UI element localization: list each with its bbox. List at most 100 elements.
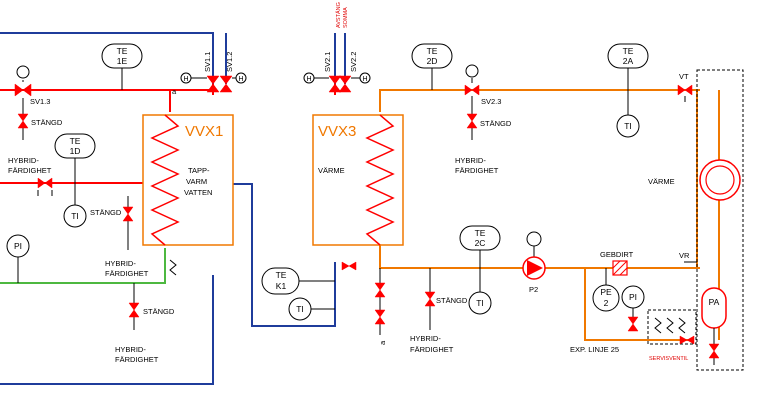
svg-text:P2: P2	[529, 285, 538, 294]
drain-valve-vvx3[interactable]	[341, 261, 357, 271]
svg-text:2: 2	[604, 298, 609, 308]
valve-hybrid-left[interactable]	[37, 177, 53, 196]
stangd-valve-mid[interactable]: STÄNGD	[90, 196, 134, 250]
ti-2a-label: TI	[624, 121, 632, 131]
servisventil[interactable]: SERVISVENTIL	[647, 309, 697, 362]
svg-text:FÄRDIGHET: FÄRDIGHET	[115, 355, 159, 364]
svg-text:FÄRDIGHET: FÄRDIGHET	[410, 345, 454, 354]
svg-text:AVSTÄNG: AVSTÄNG	[335, 2, 342, 28]
heat-exchanger-vvx3: VVX3 VÄRME	[312, 114, 404, 246]
valve-sv1-1[interactable]: SV1.1	[203, 52, 220, 93]
svg-text:SV1.3: SV1.3	[30, 97, 50, 106]
svg-text:STÄNGD: STÄNGD	[31, 118, 63, 127]
sensor-te-1e: TE 1E	[101, 43, 143, 90]
stangd-valve-left[interactable]: STÄNGD	[17, 98, 63, 140]
expansion-vessel-pa: PA	[701, 287, 727, 365]
valve-sv2-2[interactable]: SV2.2	[338, 52, 358, 93]
h-indicator-4: H	[351, 72, 371, 84]
svg-text:VT: VT	[679, 72, 689, 81]
stangd-valve-green[interactable]: STÄNGD	[128, 283, 175, 330]
svg-text:SOMMA: SOMMA	[343, 7, 349, 28]
svg-text:a: a	[378, 340, 387, 345]
svg-text:TE: TE	[117, 46, 128, 56]
hybrid-label-2: HYBRID- FÄRDIGHET	[105, 259, 149, 278]
svg-text:STÄNGD: STÄNGD	[436, 296, 468, 305]
sensor-pe-2: PE 2	[592, 268, 620, 312]
svg-text:SV1.1: SV1.1	[203, 52, 212, 72]
svg-text:PI: PI	[14, 241, 22, 251]
stangd-valve-lower[interactable]: STÄNGD	[424, 268, 468, 330]
sensor-te-2a: TE 2A TI	[607, 43, 649, 138]
hybrid-label-3: HYBRID- FÄRDIGHET	[115, 345, 159, 364]
svg-text:HYBRID-: HYBRID-	[455, 156, 486, 165]
svg-text:HYBRID-: HYBRID-	[115, 345, 146, 354]
svg-text:TE: TE	[70, 136, 81, 146]
svg-text:TE: TE	[623, 46, 634, 56]
svg-text:2D: 2D	[427, 56, 438, 66]
svg-text:TE: TE	[427, 46, 438, 56]
valve-sv1-2[interactable]: SV1.2	[219, 52, 234, 93]
primary-return-pipes	[0, 32, 346, 385]
safety-valve-green	[169, 259, 177, 276]
hybrid-label-1: HYBRID- FÄRDIGHET	[8, 156, 52, 175]
h-indicator-1: H	[180, 72, 207, 84]
svg-text:HYBRID-: HYBRID-	[8, 156, 39, 165]
svg-text:TI: TI	[476, 298, 484, 308]
vvx3-title: VVX3	[318, 123, 356, 140]
svg-text:1D: 1D	[70, 146, 81, 156]
a-label-1: a	[172, 87, 177, 96]
avstangd-note: AVSTÄNG SOMMA	[335, 2, 349, 28]
valve-sv1-3[interactable]: SV1.3	[14, 65, 50, 106]
svg-text:H: H	[183, 76, 188, 83]
varm-label: VARM	[186, 177, 207, 186]
varme-right-label: VÄRME	[648, 177, 675, 186]
sensor-te-2c: TE 2C TI	[459, 225, 501, 315]
valve-vr[interactable]: VR	[679, 251, 697, 263]
varme-vvx3-label: VÄRME	[318, 166, 345, 175]
vvx1-title: VVX1	[185, 123, 223, 140]
svg-text:PA: PA	[709, 297, 720, 307]
h-indicator-2: H	[232, 72, 247, 84]
valve-stack-vvx3[interactable]: a	[374, 268, 387, 345]
svg-text:H: H	[238, 76, 243, 83]
sensor-pi-right: PI	[621, 285, 645, 332]
tapp-label: TAPP-	[188, 166, 210, 175]
svg-text:HYBRID-: HYBRID-	[410, 334, 441, 343]
valve-sv2-3[interactable]: SV2.3	[464, 64, 501, 106]
sensor-pi-left: PI	[6, 234, 30, 283]
heat-exchanger-vvx1: VVX1 TAPP- VARM VATTEN	[142, 114, 234, 246]
stangd-valve-sv2-3[interactable]: STÄNGD	[466, 96, 512, 140]
svg-text:H: H	[306, 76, 311, 83]
svg-text:HYBRID-: HYBRID-	[105, 259, 136, 268]
svg-text:FÄRDIGHET: FÄRDIGHET	[105, 269, 149, 278]
svg-text:TI: TI	[296, 304, 304, 314]
svg-text:H: H	[362, 76, 367, 83]
valve-sv2-1[interactable]: SV2.1	[323, 52, 342, 93]
sensor-ti-k1: TI	[288, 297, 335, 321]
svg-text:K1: K1	[276, 281, 287, 291]
svg-text:STÄNGD: STÄNGD	[90, 208, 122, 217]
valve-vt[interactable]: VT	[677, 72, 693, 102]
sensor-te-2d: TE 2D	[411, 43, 453, 90]
svg-text:SV2.2: SV2.2	[349, 52, 358, 72]
svg-text:SERVISVENTIL: SERVISVENTIL	[649, 356, 688, 362]
exp-linje-label: EXP. LINJE 25	[570, 345, 619, 354]
svg-text:2C: 2C	[475, 238, 486, 248]
hybrid-label-4: HYBRID- FÄRDIGHET	[455, 156, 499, 175]
svg-text:PE: PE	[600, 287, 612, 297]
svg-text:TE: TE	[276, 270, 287, 280]
svg-text:TE: TE	[475, 228, 486, 238]
pump-p2[interactable]: P2	[522, 231, 546, 294]
h-indicator-3: H	[303, 72, 329, 84]
sensor-te-1d: TE 1D TI	[54, 133, 96, 228]
hybrid-label-5: HYBRID- FÄRDIGHET	[410, 334, 454, 354]
svg-text:2A: 2A	[623, 56, 634, 66]
dirt-separator: GEBDIRT	[600, 250, 634, 276]
cold-water-pipes	[0, 248, 166, 284]
vatten-label: VATTEN	[184, 188, 212, 197]
sensor-te-k1: TE K1	[261, 267, 335, 295]
svg-text:GEBDIRT: GEBDIRT	[600, 250, 634, 259]
svg-text:TI: TI	[71, 211, 79, 221]
svg-text:FÄRDIGHET: FÄRDIGHET	[8, 166, 52, 175]
